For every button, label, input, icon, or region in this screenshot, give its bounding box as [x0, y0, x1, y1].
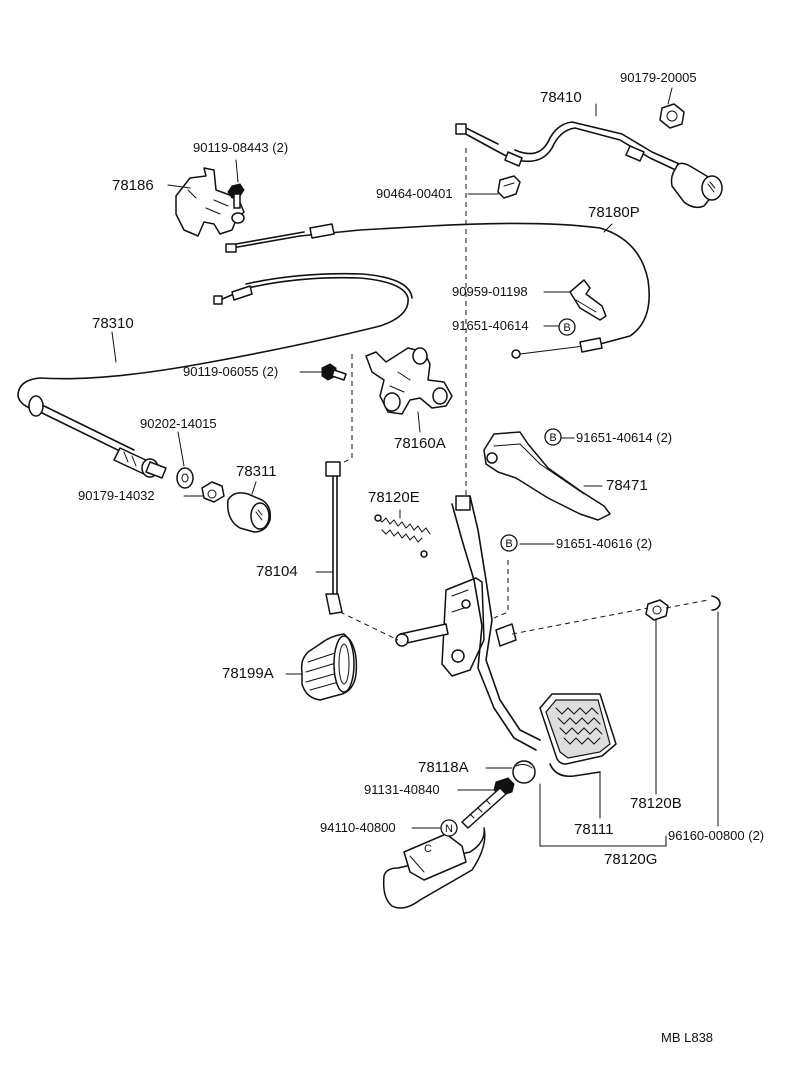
label-91651-40616: 91651-40616 (2) [556, 536, 653, 551]
bolt-91131-40840 [461, 777, 515, 829]
label-90464-00401: 90464-00401 [376, 186, 453, 201]
boot-78199A [300, 633, 358, 701]
link-78160A [365, 347, 453, 433]
pedal-assembly [395, 495, 541, 751]
clip-90464-00401 [497, 175, 521, 199]
bushing-78120B [645, 595, 721, 621]
label-91651-40614-2: 91651-40614 (2) [576, 430, 673, 445]
label-78120E: 78120E [368, 489, 420, 506]
bracket-78186 [175, 159, 245, 237]
label-78311: 78311 [236, 463, 277, 480]
footer-code: MB L838 [661, 1030, 714, 1045]
rod-78104 [315, 461, 343, 615]
clip-90959-01198 [569, 279, 607, 321]
knob-cable [455, 87, 723, 209]
label-78471: 78471 [606, 477, 648, 494]
bolt-90119-06055 [321, 363, 347, 381]
label-78410: 78410 [540, 89, 582, 106]
label-94110-40800: 94110-40800 [320, 820, 396, 835]
label-78160A: 78160A [394, 435, 446, 452]
label-78111: 78111 [574, 821, 614, 838]
spring-78120E [374, 509, 431, 558]
cover-plate [382, 827, 486, 909]
label-78120B: 78120B [630, 795, 682, 812]
marker-b-3: B [500, 534, 518, 552]
label-90179-14032: 90179-14032 [78, 488, 155, 503]
label-78118A: 78118A [418, 759, 469, 776]
marker-b-1-text: B [563, 322, 570, 334]
label-90119-08443: 90119-08443 (2) [193, 140, 289, 155]
nut-90179-14032 [201, 481, 225, 503]
leader-lines [111, 103, 719, 847]
marker-b-2: B [544, 428, 562, 446]
stopper-78118A [512, 760, 536, 784]
bracket-78471 [483, 431, 611, 521]
label-96160-00800: 96160-00800 (2) [668, 828, 765, 843]
marker-n-1: N [440, 819, 458, 837]
pedal-pad-78111 [539, 693, 617, 778]
marker-b-1: B [558, 318, 576, 336]
label-91651-40614: 91651-40614 [452, 318, 529, 333]
label-91131-40840: 91131-40840 [364, 782, 440, 797]
label-78104: 78104 [256, 563, 298, 580]
marker-n-1-text: N [445, 823, 453, 835]
label-90959-01198: 90959-01198 [452, 284, 528, 299]
label-78199A: 78199A [222, 665, 274, 682]
label-78310: 78310 [92, 315, 134, 332]
knob-78311 [227, 481, 272, 533]
marker-b-2-text: B [549, 432, 556, 444]
label-78180P: 78180P [588, 204, 640, 221]
label-78186: 78186 [112, 177, 154, 194]
reference-lines [339, 148, 709, 641]
label-78120G: 78120G [604, 851, 658, 868]
cable-78310 [17, 272, 413, 479]
marker-b-3-text: B [505, 538, 512, 550]
marker-c-1: C [424, 843, 432, 855]
label-90202-14015: 90202-14015 [140, 416, 217, 431]
label-90179-20005: 90179-20005 [620, 70, 697, 85]
washer-90202-14015 [176, 431, 194, 489]
cable-78180P [225, 222, 650, 359]
label-90119-06055: 90119-06055 (2) [183, 364, 279, 379]
